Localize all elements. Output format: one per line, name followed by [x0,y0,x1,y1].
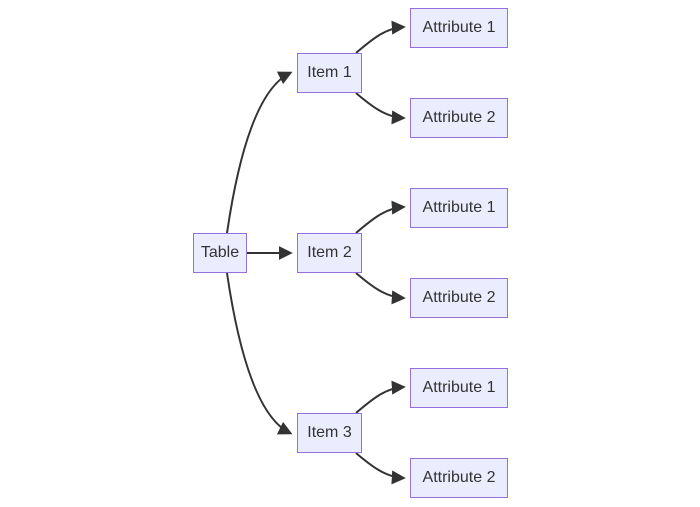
node-item2-attribute2-label: Attribute 2 [422,289,496,306]
node-item1-attribute2: Attribute 2 [410,98,508,138]
node-table: Table [193,233,247,273]
node-item3-attribute1: Attribute 1 [410,368,508,408]
edge-item3-attr3-1 [355,380,406,414]
node-item1-attribute1: Attribute 1 [410,8,508,48]
node-item1: Item 1 [297,53,362,93]
node-item3-attribute1-label: Attribute 1 [422,379,496,396]
node-item3-label: Item 3 [307,424,352,441]
node-item3-attribute2-label: Attribute 2 [422,469,496,486]
edge-item2-attr2-1 [355,200,406,234]
edge-table-item3 [226,272,293,435]
node-item1-attribute1-label: Attribute 1 [422,19,496,36]
node-table-label: Table [200,244,240,261]
node-item1-attribute2-label: Attribute 2 [422,109,496,126]
node-item3: Item 3 [297,413,362,453]
node-item2-attribute1-label: Attribute 1 [422,199,496,216]
node-item2-attribute1: Attribute 1 [410,188,508,228]
edge-item3-attr3-2 [355,452,406,485]
node-item2-label: Item 2 [307,244,352,261]
node-item2-attribute2: Attribute 2 [410,278,508,318]
edge-item2-attr2-2 [355,272,406,305]
node-item3-attribute2: Attribute 2 [410,458,508,498]
node-item1-label: Item 1 [307,64,352,81]
edge-item1-attr1-1 [355,20,406,54]
edge-item1-attr1-2 [355,92,406,125]
edge-table-item1 [226,71,293,234]
node-item2: Item 2 [297,233,362,273]
